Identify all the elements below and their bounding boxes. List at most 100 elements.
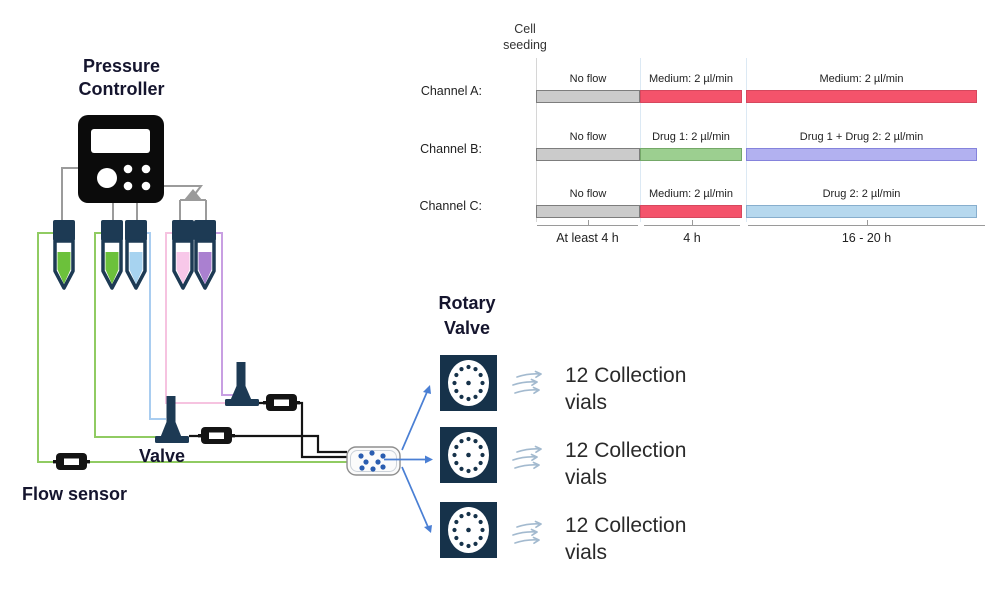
pressure-controller-device xyxy=(78,115,164,203)
rotor-port-dot xyxy=(473,466,478,471)
controller-display xyxy=(91,129,150,153)
controller-port xyxy=(123,181,133,191)
rotor-port-dot xyxy=(459,394,464,399)
time-axis-line xyxy=(537,225,638,226)
rotor-port-dot xyxy=(454,388,459,394)
channel-label: Channel C: xyxy=(419,199,482,213)
channel-label: Channel B: xyxy=(420,142,482,156)
rotor-center-dot xyxy=(466,527,471,533)
time-axis-line xyxy=(644,225,740,226)
rotor-port-dot xyxy=(473,394,478,399)
rotor-port-dot xyxy=(466,468,471,474)
segment-label: No flow xyxy=(569,73,607,85)
chip-well-dot xyxy=(359,465,365,471)
controller-port xyxy=(141,164,151,174)
rotor-port-dot xyxy=(466,364,471,370)
schedule-bar-segment xyxy=(536,90,640,103)
flow-sensors xyxy=(53,394,300,470)
rotor-port-dot xyxy=(466,543,471,549)
rotor-port-dot xyxy=(480,527,485,533)
chip-well-dot xyxy=(380,453,386,459)
sample-tube-2-line xyxy=(94,232,158,438)
sample-tube-2 xyxy=(101,220,123,290)
valve-icon xyxy=(225,362,259,406)
time-axis-tick xyxy=(692,220,693,225)
schedule-bar-segment xyxy=(640,90,742,103)
rotor-port-dot xyxy=(478,460,483,466)
flow-sensor-label: Flow sensor xyxy=(22,484,128,504)
chip-well-dot xyxy=(370,466,376,472)
segment-label: No flow xyxy=(569,188,607,200)
segment-label: Drug 1: 2 µl/min xyxy=(652,131,730,143)
chip-well-dot xyxy=(375,459,381,465)
controller-knob xyxy=(97,168,117,188)
flow-arrow-icon xyxy=(514,461,540,470)
channel-label: Channel A: xyxy=(420,84,482,98)
sample-tube-5-line xyxy=(216,232,237,396)
sample-tube-3 xyxy=(125,220,147,290)
black-tubing-2 xyxy=(259,401,347,459)
rotary-valve-icon xyxy=(440,427,497,483)
tube-liquid xyxy=(57,252,71,284)
segment-label: Drug 1 + Drug 2: 2 µl/min xyxy=(799,131,924,143)
rotor-port-dot xyxy=(466,396,471,402)
rotor-port-dot xyxy=(454,535,459,541)
rotor-center-dot xyxy=(466,380,471,386)
segment-label: No flow xyxy=(569,131,607,143)
sensor-window xyxy=(274,399,289,406)
schedule-bar-segment xyxy=(746,90,977,103)
flow-sensor-icon xyxy=(198,427,235,444)
tube-cap xyxy=(53,220,75,241)
rotor-port-dot xyxy=(459,439,464,444)
pressure-wire-3 xyxy=(147,185,203,195)
time-axis-label: 4 h xyxy=(683,231,701,245)
collection-vials-label: 12 Collection vials xyxy=(565,439,687,489)
controller-port xyxy=(123,164,133,174)
chip-well-dot xyxy=(369,450,375,456)
connector-arrow-up xyxy=(401,391,428,451)
schedule-bar-segment xyxy=(746,148,977,161)
tube-liquid xyxy=(198,252,212,284)
flow-arrow-icon xyxy=(516,520,542,529)
tube-liquid xyxy=(176,252,190,284)
rotor-port-dot xyxy=(480,380,485,386)
segment-label: Drug 2: 2 µl/min xyxy=(822,188,901,200)
flow-arrow-icon xyxy=(512,378,538,387)
pressure-wire-3-split xyxy=(179,199,207,221)
time-axis-line xyxy=(748,225,985,226)
rotor-port-dot xyxy=(454,519,459,525)
flow-sensor-icon xyxy=(53,453,90,470)
rotor-port-dot xyxy=(452,380,457,386)
connector-arrow-down xyxy=(401,466,429,528)
segment-label: Medium: 2 µl/min xyxy=(649,188,733,200)
rotor-port-dot xyxy=(480,452,485,458)
chart-gridline xyxy=(536,58,537,222)
time-axis-tick xyxy=(866,220,868,225)
rotor-port-dot xyxy=(466,511,471,517)
chart-gridline xyxy=(640,58,641,222)
black-tubing-1 xyxy=(189,434,347,454)
rotor-port-dot xyxy=(452,452,457,458)
rotor-port-dot xyxy=(473,367,478,372)
tube-liquid xyxy=(129,252,143,284)
flow-sensor-icon xyxy=(263,394,300,411)
rotor-port-dot xyxy=(478,535,483,541)
sensor-window xyxy=(209,432,224,439)
rotor-center-dot xyxy=(466,452,471,458)
rotor-port-dot xyxy=(478,444,483,450)
segment-label: Medium: 2 µl/min xyxy=(819,73,904,85)
rotor-port-dot xyxy=(473,541,478,546)
tube-cap xyxy=(101,220,123,241)
arrowhead-icon xyxy=(424,525,432,533)
chip-well-dot xyxy=(358,453,364,459)
chip-well-dot xyxy=(380,464,386,470)
rotor-port-dot xyxy=(473,514,478,519)
outflow-arrows xyxy=(512,370,542,545)
microfluidic-chip xyxy=(346,446,401,476)
sample-tube-1 xyxy=(53,220,75,290)
rotor-port-dot xyxy=(473,439,478,444)
schedule-bar-segment xyxy=(536,148,640,161)
tube-cap xyxy=(194,220,216,241)
rotary-valve-label: Rotary Valve xyxy=(438,293,496,338)
